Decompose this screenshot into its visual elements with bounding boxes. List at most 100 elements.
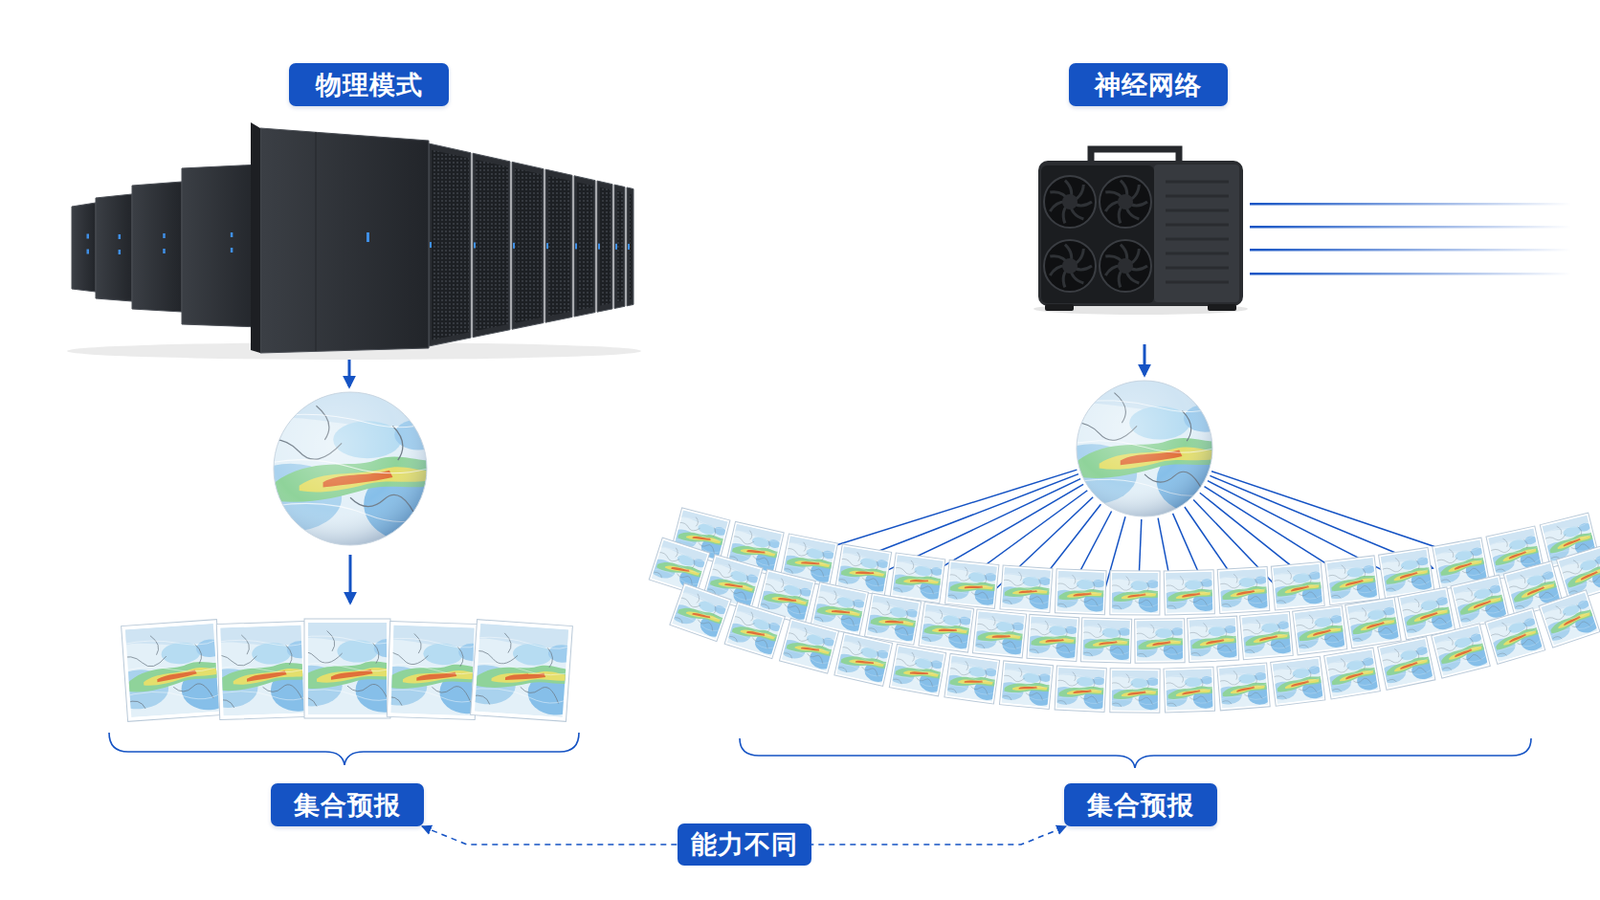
forecast-panel — [968, 609, 1030, 660]
label-box: 集合预报 — [270, 783, 424, 827]
ensemble-panels — [105, 618, 588, 723]
supercomputer-racks — [66, 122, 642, 360]
forecast-panel — [1106, 571, 1164, 616]
forecast-panel — [940, 559, 1003, 610]
status-led — [598, 244, 600, 250]
gpu-body — [1038, 160, 1244, 307]
flow-arrow — [348, 359, 352, 387]
panel-map — [1266, 563, 1329, 609]
panel-map — [1481, 608, 1549, 664]
forecast-panel — [860, 592, 925, 646]
fan-hub — [1117, 194, 1134, 210]
box-text: 集合预报 — [293, 788, 401, 823]
forecast-panel — [830, 631, 897, 688]
speed-lines — [1249, 202, 1572, 276]
group-bracket — [739, 738, 1532, 769]
panel-map — [1320, 556, 1383, 604]
gpu-foot — [1207, 304, 1237, 312]
forecast-panel — [995, 660, 1057, 710]
speed-line — [1249, 202, 1572, 206]
status-led — [512, 243, 515, 249]
forecast-panel — [1076, 618, 1135, 665]
ensemble-panels — [644, 507, 1600, 713]
forecast-panel — [1213, 566, 1274, 614]
panel-map — [1022, 616, 1084, 661]
status-led — [87, 234, 90, 240]
forecast-panel — [1288, 605, 1351, 657]
forecast-panel — [1266, 561, 1329, 611]
panel-map — [1130, 621, 1189, 663]
globe — [239, 392, 459, 546]
cooling-fan — [1044, 240, 1096, 292]
status-led — [615, 244, 618, 250]
forecast-panel — [1481, 607, 1550, 667]
status-led — [230, 247, 234, 253]
forecast-panel — [1022, 614, 1084, 663]
server-rack — [511, 161, 544, 330]
forecast-panel — [996, 565, 1057, 614]
server-rack — [545, 169, 573, 323]
forecast-panel — [1159, 570, 1219, 617]
status-led — [162, 233, 166, 239]
cabinet-door-line — [314, 132, 317, 352]
panel-map — [830, 633, 896, 686]
forecast-panel — [885, 644, 950, 698]
forecast-panel — [940, 653, 1004, 706]
fan-hub — [1062, 258, 1078, 274]
fan-hub — [1062, 194, 1078, 210]
cooling-fan — [1099, 240, 1152, 292]
panel-map — [1159, 668, 1220, 712]
status-led — [546, 243, 549, 249]
forecast-panel — [1050, 569, 1111, 616]
cabinet-side — [250, 122, 261, 354]
globe-map — [239, 392, 459, 546]
panel-map — [1050, 571, 1111, 614]
rack-mesh — [475, 159, 509, 332]
forecast-panel — [775, 617, 843, 675]
globe-shading — [1076, 380, 1213, 517]
panel-map — [996, 567, 1057, 612]
speed-line — [1249, 272, 1572, 276]
panel-map — [1076, 620, 1135, 663]
panel-map — [1106, 670, 1165, 712]
panel-map — [1427, 624, 1494, 678]
panel-map — [1320, 649, 1384, 699]
panel-map — [1288, 606, 1352, 654]
server-cabinet — [181, 164, 261, 328]
panel-map — [1535, 591, 1600, 648]
panel-map — [1182, 618, 1243, 662]
speed-line — [1249, 248, 1572, 252]
panel-map — [940, 561, 1002, 608]
server-rack — [574, 176, 596, 317]
gpu-vents — [1165, 181, 1229, 283]
fan-arrow — [1211, 471, 1470, 559]
panel-map — [1235, 613, 1297, 659]
box-text: 集合预报 — [1087, 788, 1195, 823]
panel-map — [968, 611, 1030, 658]
panel-map — [885, 645, 950, 696]
speed-line — [1249, 225, 1572, 229]
server-cabinet — [95, 194, 133, 302]
server-cabinet — [132, 181, 182, 312]
rack-mesh — [629, 194, 632, 301]
status-led — [118, 249, 122, 255]
panel-map — [1375, 549, 1439, 599]
panel-map — [776, 619, 843, 673]
panel-map — [1213, 665, 1274, 711]
gpu-front — [1041, 165, 1155, 304]
panel-map — [666, 583, 734, 642]
box-text: 神经网络 — [1094, 67, 1202, 103]
forecast-panel — [1130, 619, 1189, 665]
label-box: 物理模式 — [288, 63, 449, 107]
label-box: 神经网络 — [1068, 63, 1228, 107]
status-led — [118, 234, 122, 240]
status-led — [429, 242, 432, 248]
gpu-box — [1033, 149, 1248, 315]
globe-map — [1045, 380, 1242, 517]
server-rack — [472, 153, 511, 337]
cooling-fan — [1044, 176, 1096, 228]
status-led — [230, 232, 234, 238]
forecast-panel — [914, 601, 978, 654]
forecast-panel — [1182, 616, 1243, 664]
forecast-panel — [1159, 666, 1220, 713]
